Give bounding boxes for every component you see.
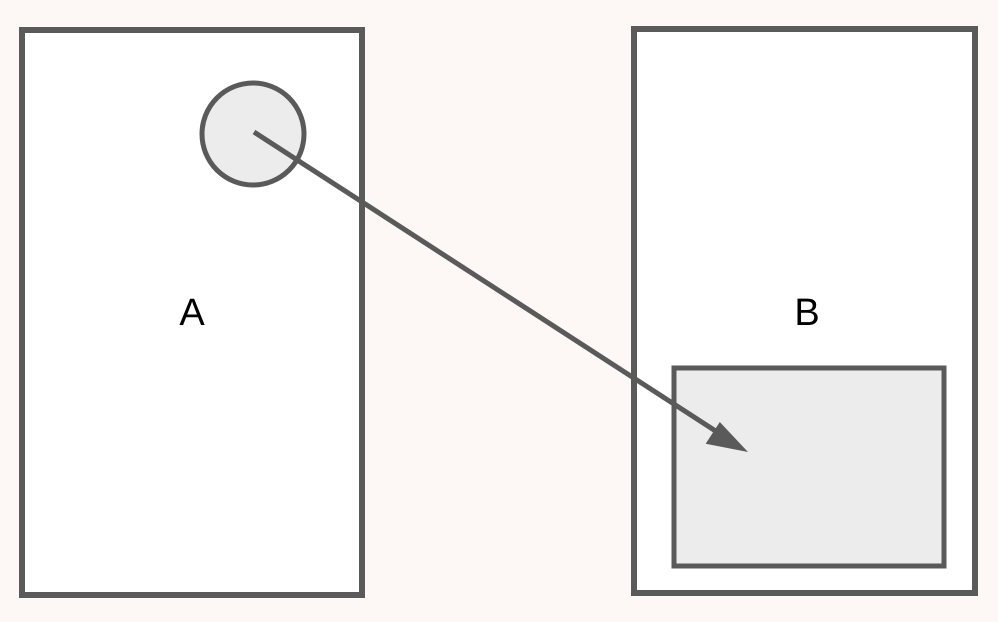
target-rectangle-shape[interactable] xyxy=(671,365,947,569)
drag-arrow-icon xyxy=(252,129,748,452)
panel-b-label: B xyxy=(794,292,819,334)
panel-a[interactable]: A xyxy=(19,27,365,598)
drag-arrow-shaft xyxy=(252,129,728,440)
drag-arrow-head xyxy=(705,421,748,452)
panel-a-label: A xyxy=(179,292,205,334)
